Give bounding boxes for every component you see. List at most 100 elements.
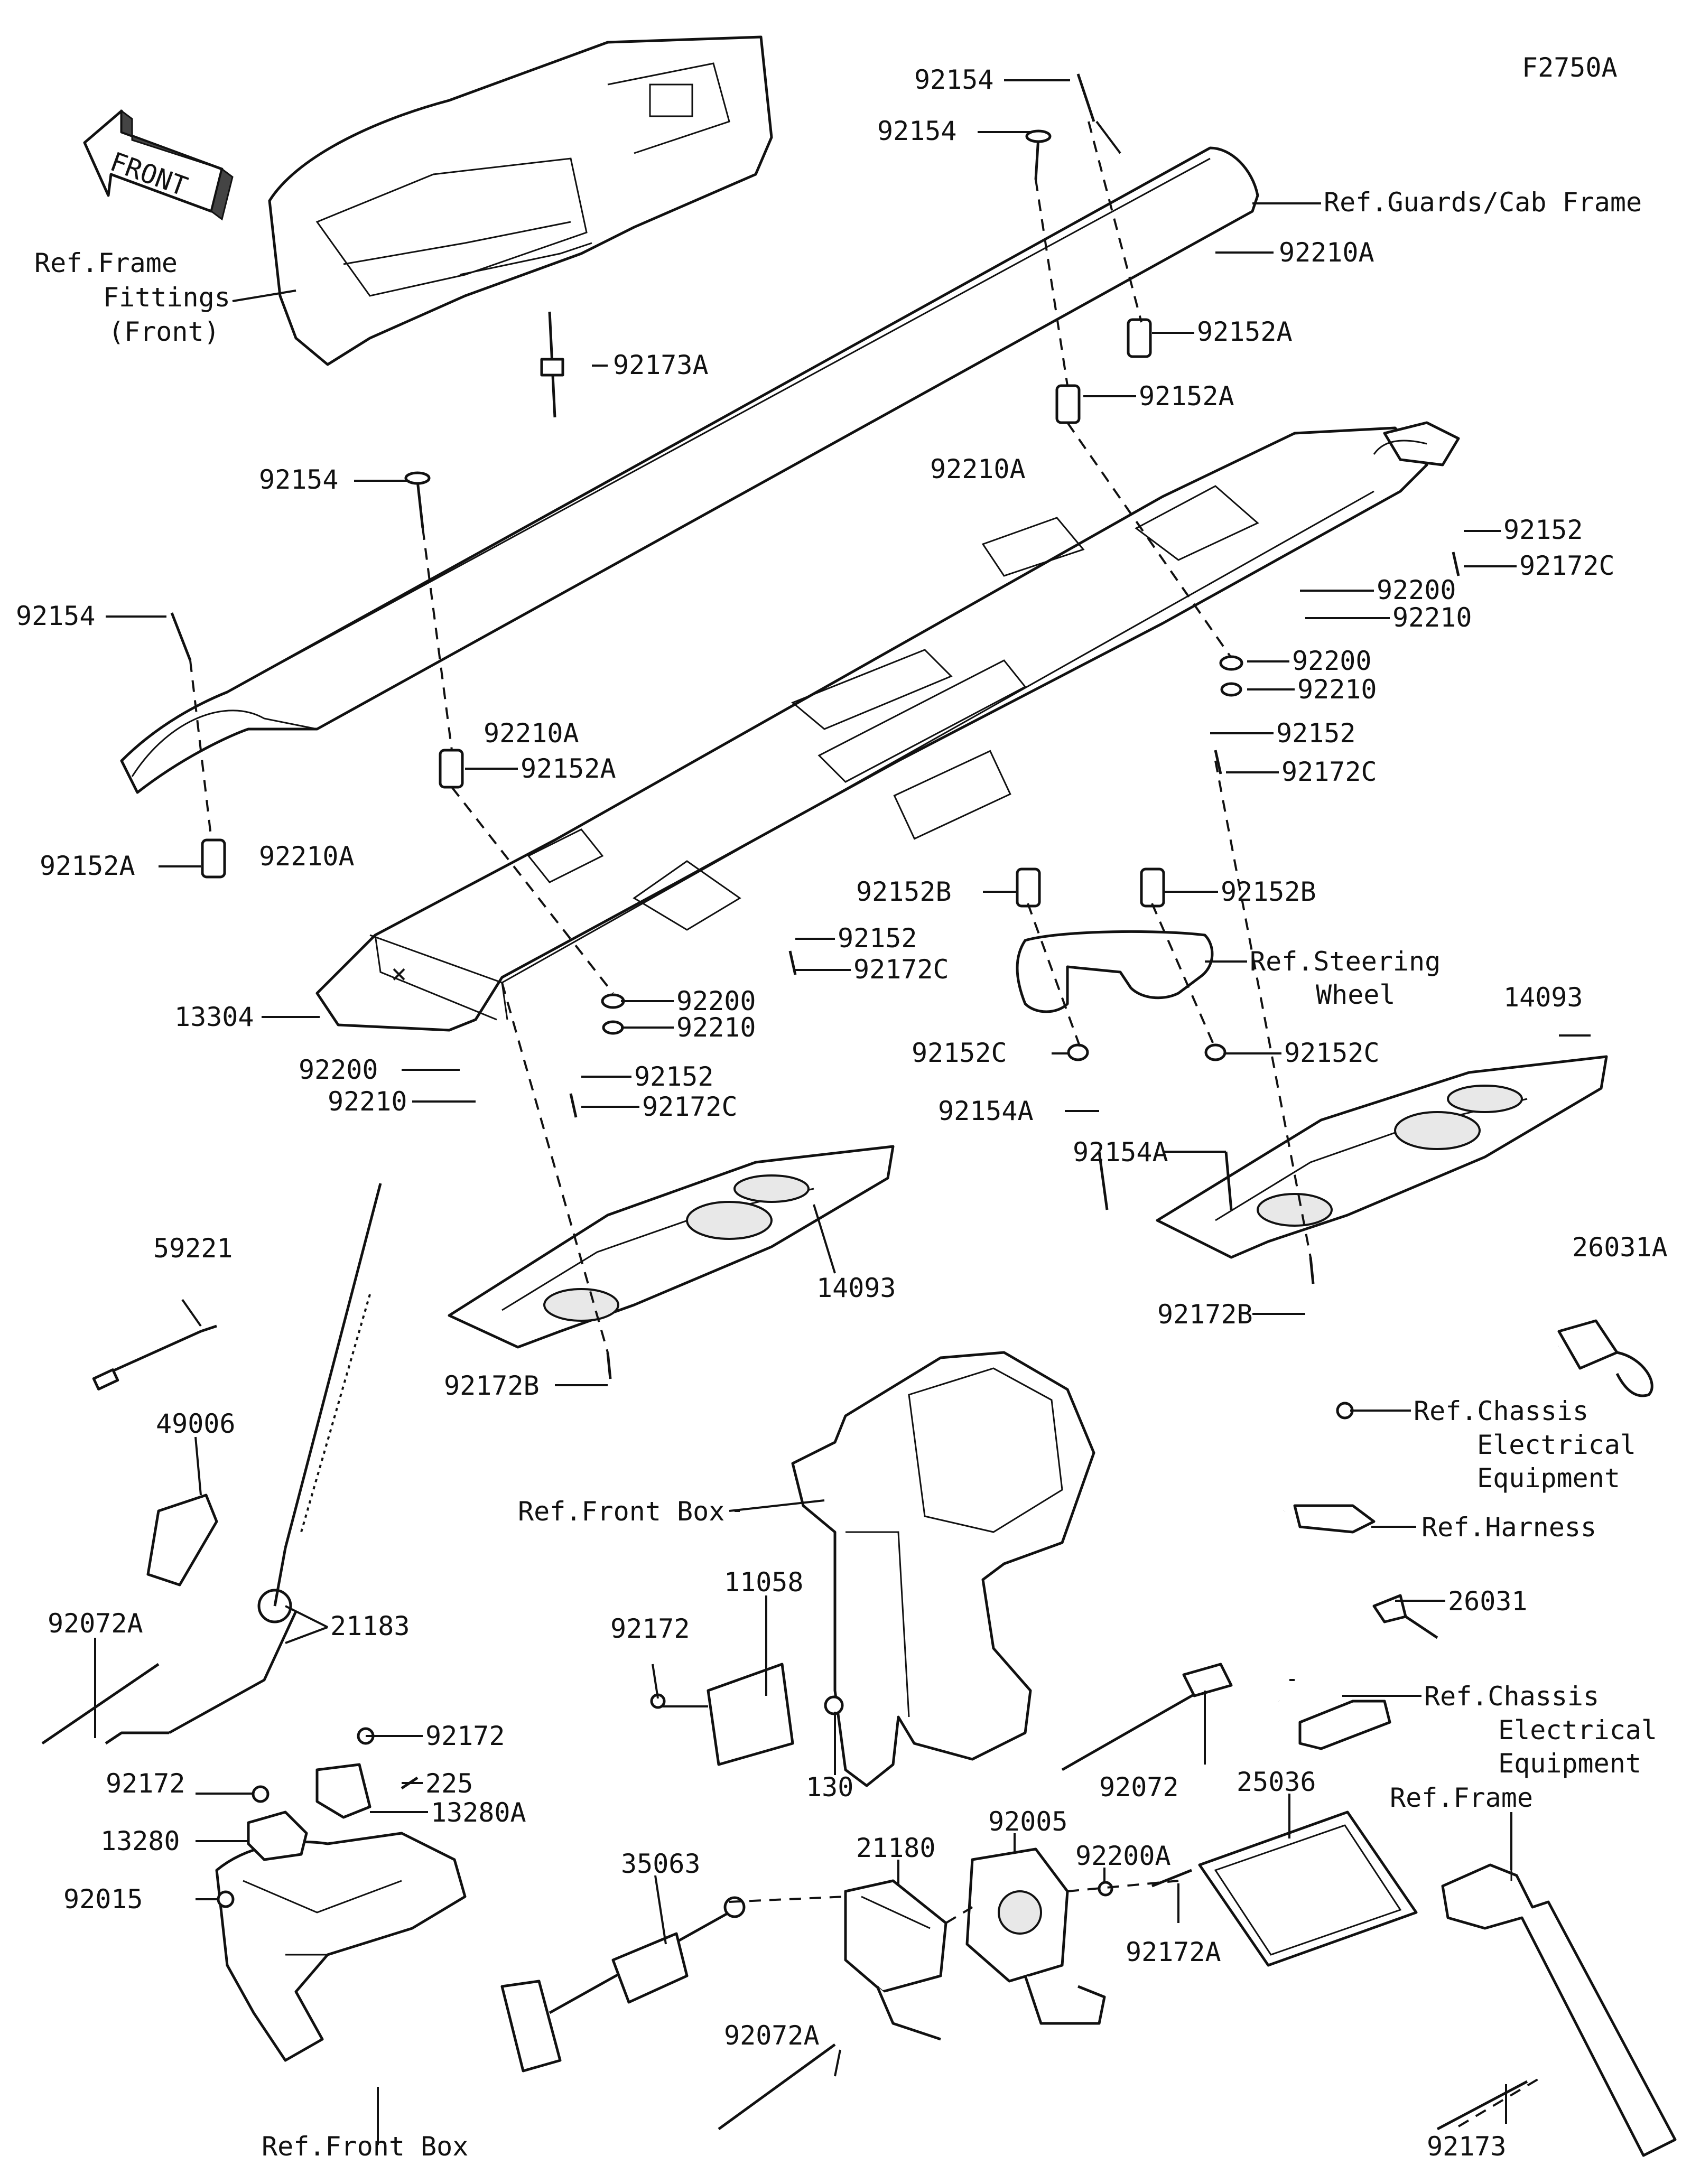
label-92210: 92210 bbox=[328, 1086, 407, 1117]
antenna-21183 bbox=[105, 1183, 382, 1745]
dash-panel-13304: × bbox=[315, 421, 1460, 1032]
label-ref-guards: Ref.Guards/Cab Frame bbox=[1324, 187, 1642, 218]
label-92173: 92173 bbox=[1427, 2131, 1507, 2162]
label-92210: 92210 bbox=[676, 1012, 756, 1043]
floor-mat-right-14093 bbox=[1156, 1055, 1608, 1259]
svg-text:×: × bbox=[391, 958, 407, 989]
label-92172c: 92172C bbox=[642, 1091, 738, 1122]
frame-fittings-front bbox=[268, 35, 773, 366]
label-92152a: 92152A bbox=[521, 753, 616, 784]
label-92152: 92152 bbox=[634, 1061, 714, 1092]
tie-92072a-bottom bbox=[718, 2043, 836, 2131]
label-225: 225 bbox=[425, 1768, 473, 1799]
tie-92173 bbox=[1436, 2080, 1528, 2131]
label-13280a: 13280A bbox=[431, 1797, 526, 1828]
label-92154: 92154 bbox=[877, 116, 957, 146]
washers bbox=[601, 655, 1243, 1061]
label-13304: 13304 bbox=[174, 1002, 254, 1032]
label-92154: 92154 bbox=[259, 464, 339, 495]
dashed-assembly-lines bbox=[189, 121, 1544, 2127]
label-ref-steering: Wheel bbox=[1316, 979, 1396, 1010]
label-11058: 11058 bbox=[724, 1567, 804, 1598]
tie-clip-92173a bbox=[540, 358, 564, 377]
spacer-92152b-left bbox=[1016, 867, 1041, 908]
bolts bbox=[170, 73, 1460, 1379]
label-92152a: 92152A bbox=[40, 851, 135, 881]
bracket-11058 bbox=[707, 1663, 794, 1766]
label-92172c: 92172C bbox=[1281, 757, 1377, 787]
label-59221: 59221 bbox=[153, 1233, 233, 1264]
frame-bottom-right bbox=[1436, 1849, 1677, 2157]
chassis-bracket bbox=[1298, 1700, 1391, 1750]
label-ref-chassis: Electrical bbox=[1477, 1430, 1636, 1460]
label-ref-chassis: Electrical bbox=[1498, 1715, 1657, 1746]
label-92210a: 92210A bbox=[930, 454, 1026, 484]
label-14093: 14093 bbox=[816, 1273, 896, 1303]
tie-92072a-left bbox=[41, 1663, 160, 1745]
label-ref-chassis: Equipment bbox=[1477, 1463, 1620, 1494]
label-92172a: 92172A bbox=[1126, 1937, 1221, 1967]
tie-92072 bbox=[1061, 1684, 1211, 1771]
front-box-middle bbox=[791, 1351, 1095, 1787]
label-ref-steering: Ref.Steering bbox=[1250, 946, 1441, 977]
label-92072: 92072 bbox=[1099, 1772, 1179, 1803]
label-92152a: 92152A bbox=[1139, 381, 1234, 412]
label-ref-front-box: Ref.Front Box bbox=[518, 1496, 724, 1527]
label-92210: 92210 bbox=[1392, 602, 1472, 633]
mount-35063 bbox=[500, 1896, 746, 2073]
spacer-92152a-2 bbox=[1055, 384, 1081, 424]
label-92154: 92154 bbox=[16, 601, 96, 631]
label-ref-frame-fittings: Fittings bbox=[103, 282, 230, 313]
label-92173a: 92173A bbox=[613, 350, 709, 380]
label-35063: 35063 bbox=[621, 1849, 701, 1879]
label-ref-front-box: Ref.Front Box bbox=[262, 2131, 468, 2162]
label-26031a: 26031A bbox=[1572, 1232, 1668, 1263]
housing-92005 bbox=[965, 1847, 1106, 2025]
label-92200: 92200 bbox=[1377, 575, 1456, 605]
label-21183: 21183 bbox=[330, 1611, 410, 1641]
label-92200: 92200 bbox=[1292, 646, 1372, 676]
label-ref-harness: Ref.Harness bbox=[1421, 1512, 1596, 1543]
label-92210a: 92210A bbox=[259, 841, 355, 872]
label-21180: 21180 bbox=[856, 1833, 936, 1863]
label-92152: 92152 bbox=[838, 923, 917, 954]
grommet-49006 bbox=[146, 1494, 218, 1586]
label-13280: 13280 bbox=[100, 1826, 180, 1856]
washer-92200a bbox=[1098, 1881, 1113, 1897]
floor-mat-left-14093 bbox=[448, 1145, 895, 1349]
label-92172: 92172 bbox=[425, 1721, 505, 1751]
label-ref-chassis: Ref.Chassis bbox=[1414, 1396, 1588, 1426]
spacer-92152b-right bbox=[1140, 867, 1165, 908]
connector-26031 bbox=[1372, 1594, 1407, 1623]
label-49006: 49006 bbox=[156, 1408, 236, 1439]
spacer-92152a-3 bbox=[439, 749, 464, 789]
label-92015: 92015 bbox=[63, 1884, 143, 1915]
label-92172b: 92172B bbox=[444, 1370, 540, 1401]
label-ref-chassis: Equipment bbox=[1498, 1748, 1641, 1779]
bracket-13280a bbox=[315, 1763, 371, 1819]
label-92152c: 92152C bbox=[1284, 1038, 1380, 1068]
label-92210: 92210 bbox=[1297, 674, 1377, 705]
label-92072a: 92072A bbox=[48, 1608, 143, 1639]
label-92172c: 92172C bbox=[853, 954, 949, 985]
top-guard-cover bbox=[120, 146, 1259, 794]
label-92200: 92200 bbox=[676, 986, 756, 1016]
label-92152b: 92152B bbox=[1221, 876, 1316, 907]
diagram-code: F2750A bbox=[1522, 52, 1618, 83]
label-26031: 26031 bbox=[1448, 1586, 1528, 1617]
spacer-92152a-1 bbox=[1127, 318, 1152, 358]
label-92152: 92152 bbox=[1503, 515, 1583, 545]
label-14093: 14093 bbox=[1503, 982, 1583, 1013]
label-ref-chassis: Ref.Chassis bbox=[1424, 1681, 1599, 1712]
plate-25036 bbox=[1198, 1810, 1418, 1967]
label-92152b: 92152B bbox=[856, 876, 952, 907]
label-92172b: 92172B bbox=[1157, 1299, 1253, 1330]
label-25036: 25036 bbox=[1237, 1767, 1316, 1797]
label-92154a: 92154A bbox=[1073, 1137, 1168, 1168]
part-labels: F2750A 92154 92154 Ref.Guards/Cab Frame … bbox=[16, 52, 1668, 2162]
front-box-bottom-left bbox=[215, 1832, 467, 2062]
label-92172c: 92172C bbox=[1519, 550, 1615, 581]
label-92154a: 92154A bbox=[938, 1096, 1034, 1126]
